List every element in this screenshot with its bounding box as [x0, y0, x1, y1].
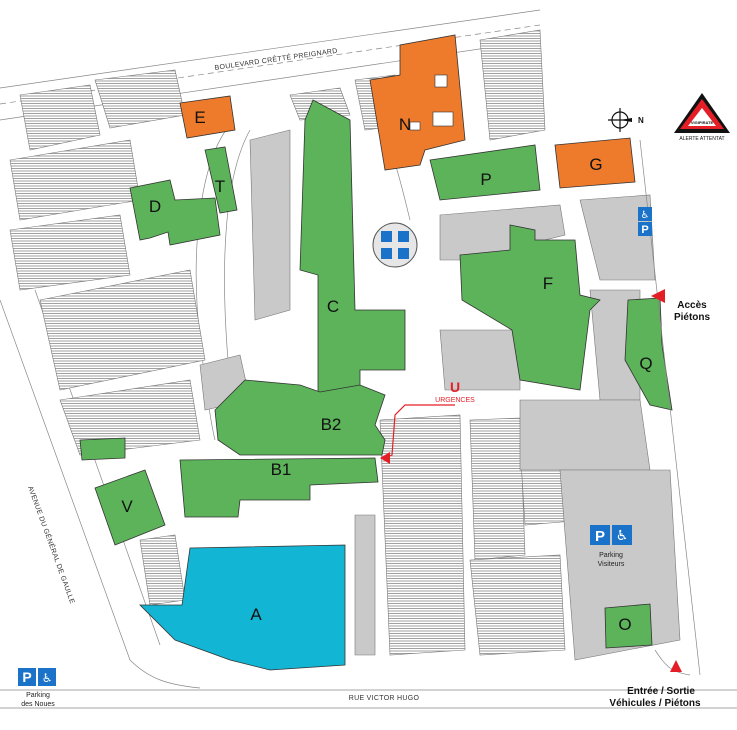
- parking-icon: [638, 222, 652, 236]
- entree-line1: Entrée / Sortie: [627, 686, 695, 697]
- parking-visiteurs-line2: Visiteurs: [598, 561, 625, 568]
- svg-text:♿: ♿: [42, 671, 53, 685]
- parking-visiteurs: P ♿ Parking Visiteurs: [590, 525, 632, 568]
- boulevard-label: BOULEVARD CRÊTTÉ PREIGNARD: [214, 46, 338, 72]
- building-P: [429, 144, 541, 201]
- label-F: F: [543, 274, 553, 293]
- wheelchair-icon: [38, 668, 56, 686]
- urgences-route: [380, 404, 455, 464]
- parking-noues-line1: Parking: [26, 692, 50, 699]
- building-labels: E N G P D T C F Q B2 B1 V A O: [121, 108, 652, 634]
- label-B1: B1: [271, 460, 292, 479]
- building-V: [94, 469, 166, 546]
- small-green-annex: [79, 437, 126, 461]
- building-O: [604, 603, 653, 649]
- svg-text:♿: ♿: [616, 528, 629, 544]
- label-P: P: [480, 170, 491, 189]
- label-N: N: [399, 115, 411, 134]
- label-T: T: [215, 177, 225, 196]
- building-N: [369, 34, 466, 171]
- label-C: C: [327, 297, 339, 316]
- building-A: [139, 544, 346, 671]
- label-O: O: [618, 615, 631, 634]
- building-D: [129, 179, 221, 246]
- orange-buildings: [179, 34, 636, 189]
- urgences-icon: U: [450, 379, 460, 395]
- building-F: [459, 224, 601, 391]
- entrance-arrow-icon: [670, 660, 682, 672]
- parking-icon: [18, 668, 36, 686]
- urgences-arrow-icon: [380, 452, 390, 464]
- entree-line2: Véhicules / Piétons: [609, 698, 701, 709]
- parking-visiteurs-line1: Parking: [599, 552, 623, 559]
- vigipirate-title: VIGIPIRATE: [691, 120, 714, 125]
- building-T: [204, 146, 238, 214]
- acces-line2: Piétons: [674, 312, 711, 323]
- label-V: V: [121, 497, 133, 516]
- parking-icon: [590, 525, 610, 545]
- building-E: [179, 95, 236, 139]
- building-B1: [179, 457, 379, 518]
- svg-text:P: P: [22, 669, 31, 685]
- neighbouring-buildings: [9, 29, 586, 656]
- svg-text:P: P: [595, 528, 605, 545]
- avenue-label: AVENUE DU GÉNÉRAL DE GAULLE: [26, 485, 77, 605]
- svg-text:N: N: [638, 116, 644, 125]
- building-G: [554, 137, 636, 189]
- central-plaza-icon: [372, 222, 418, 268]
- urgences-label: URGENCES: [435, 397, 475, 404]
- green-buildings: [79, 99, 673, 649]
- rue-label: RUE VICTOR HUGO: [349, 695, 420, 702]
- acces-line1: Accès: [677, 300, 707, 311]
- vigipirate-subtitle: ALERTE ATTENTAT: [679, 136, 724, 142]
- label-G: G: [589, 155, 602, 174]
- label-E: E: [194, 108, 205, 127]
- building-C: [299, 99, 406, 396]
- label-D: D: [149, 197, 161, 216]
- urgences-marker: U URGENCES: [435, 379, 475, 404]
- parking-top-right: ♿ P: [638, 207, 652, 236]
- parking-noues-line2: des Noues: [21, 701, 55, 708]
- svg-text:P: P: [641, 224, 648, 236]
- compass-icon: N: [608, 108, 644, 132]
- label-Q: Q: [639, 354, 652, 373]
- access-arrow-icon: [651, 289, 665, 303]
- label-A: A: [250, 605, 262, 624]
- svg-text:♿: ♿: [641, 210, 650, 221]
- label-B2: B2: [321, 415, 342, 434]
- parking-des-noues: P ♿ Parking des Noues: [18, 668, 56, 708]
- vigipirate-icon: VIGIPIRATE ALERTE ATTENTAT: [674, 93, 730, 142]
- wheelchair-icon: [638, 207, 652, 221]
- building-B2: [214, 379, 386, 456]
- wheelchair-icon: [612, 525, 632, 545]
